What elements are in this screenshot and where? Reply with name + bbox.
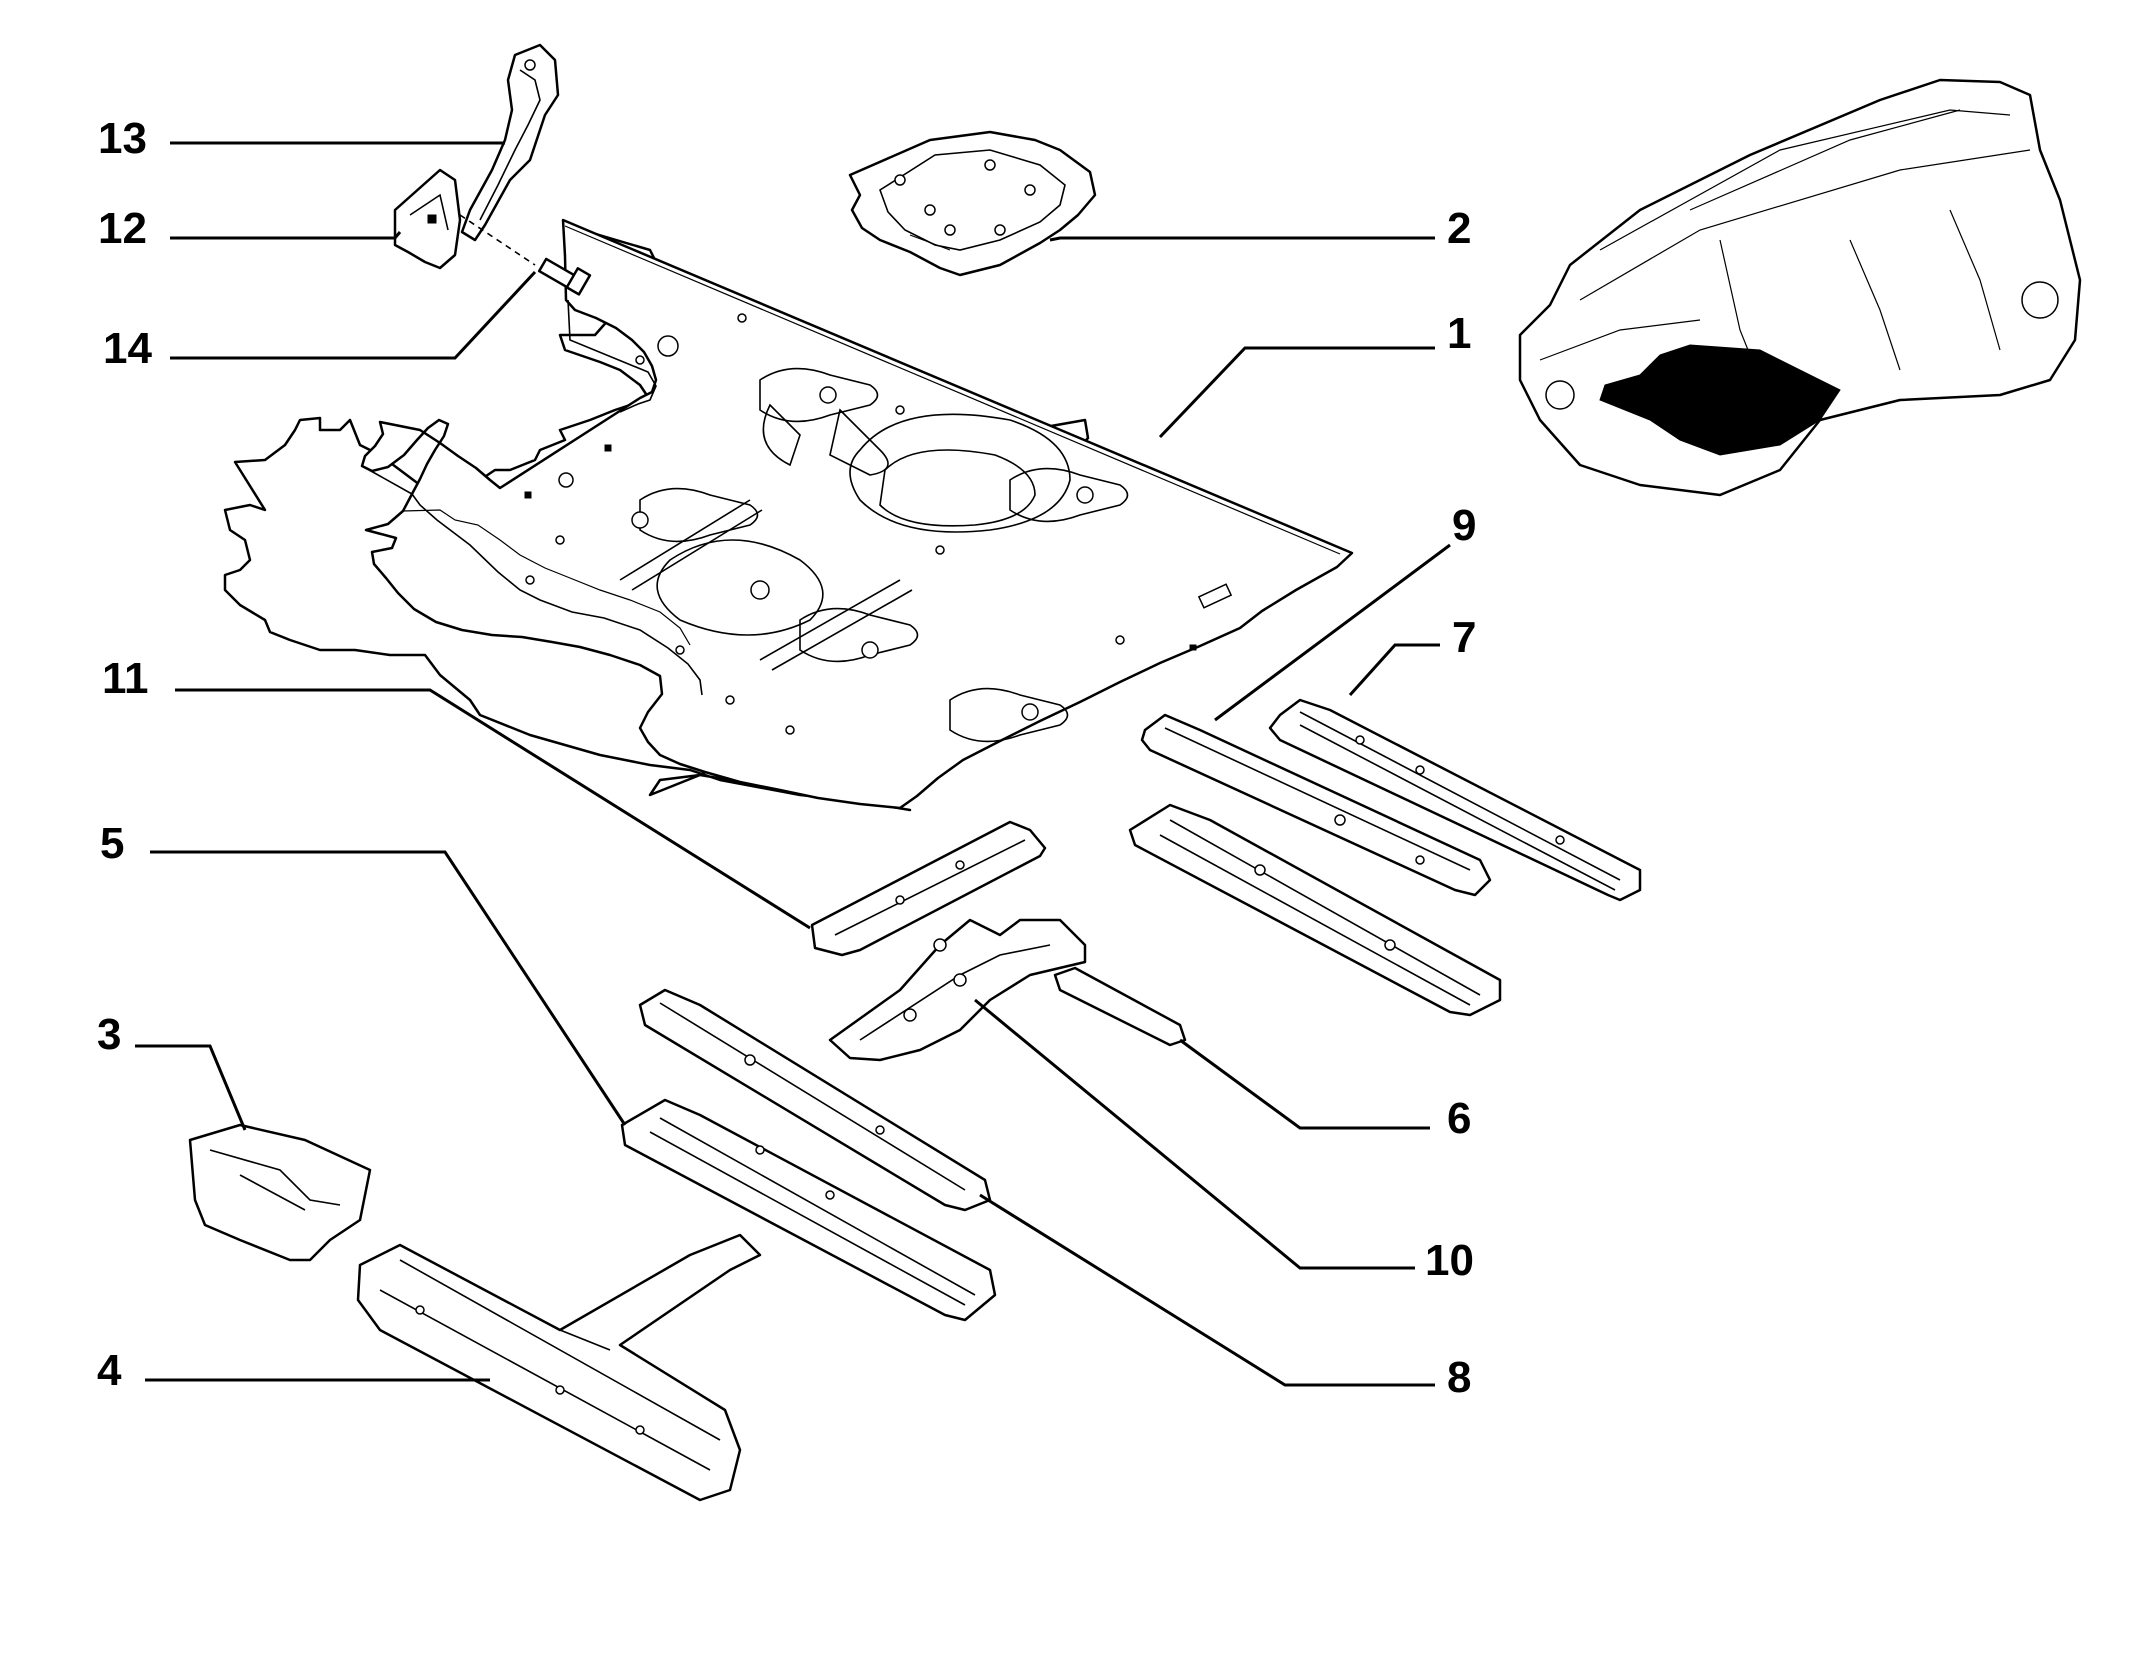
part-3-box <box>188 1123 372 1262</box>
vehicle-location-thumbnail <box>1518 78 2082 497</box>
part-2-jack-panel <box>848 130 1097 277</box>
leader-2 <box>1049 236 1435 242</box>
callout-9: 9 <box>1452 501 1476 550</box>
part-13-bracket-arm <box>460 43 560 242</box>
part-12-small-bracket <box>393 168 462 270</box>
leader-7 <box>1348 643 1440 697</box>
callout-12: 12 <box>98 204 147 253</box>
leader-6 <box>1179 1038 1430 1130</box>
part-7-rail <box>1268 698 1642 902</box>
leader-1 <box>1158 346 1435 439</box>
part-9-rail <box>1140 713 1492 897</box>
part-8-rail <box>638 988 992 1212</box>
callout-11: 11 <box>102 654 149 703</box>
callout-8: 8 <box>1447 1353 1471 1402</box>
leader-10 <box>974 998 1415 1270</box>
part-14-bolt <box>459 214 592 296</box>
part-11-crossmember <box>810 820 1047 957</box>
callout-3: 3 <box>97 1010 121 1059</box>
callout-6: 6 <box>1447 1094 1471 1143</box>
callout-14: 14 <box>103 324 152 373</box>
part-10-front-crossmember <box>828 918 1087 1062</box>
leader-9 <box>1214 543 1451 722</box>
callout-4: 4 <box>97 1346 122 1395</box>
center-rail <box>1128 803 1502 1017</box>
leader-lines <box>135 141 1451 1387</box>
callout-labels: 13 12 14 2 1 9 7 11 5 6 10 3 4 8 <box>97 114 1476 1402</box>
leader-14 <box>170 270 537 360</box>
floor-ribs <box>524 313 1233 743</box>
callout-1: 1 <box>1447 309 1471 358</box>
part-6-strip <box>1053 966 1187 1047</box>
leader-8 <box>979 1193 1435 1387</box>
leader-3 <box>135 1044 247 1131</box>
callout-10: 10 <box>1425 1236 1474 1285</box>
callout-7: 7 <box>1452 613 1476 662</box>
callout-13: 13 <box>98 114 147 163</box>
leader-11 <box>175 688 811 930</box>
part-4-sill-beam <box>356 1233 762 1502</box>
leader-5 <box>150 850 627 1126</box>
part-5-rail <box>620 1098 997 1322</box>
callout-5: 5 <box>100 819 124 868</box>
leader-12 <box>170 231 402 240</box>
callout-2: 2 <box>1447 204 1471 253</box>
part-1-floor-panel <box>223 218 1354 812</box>
